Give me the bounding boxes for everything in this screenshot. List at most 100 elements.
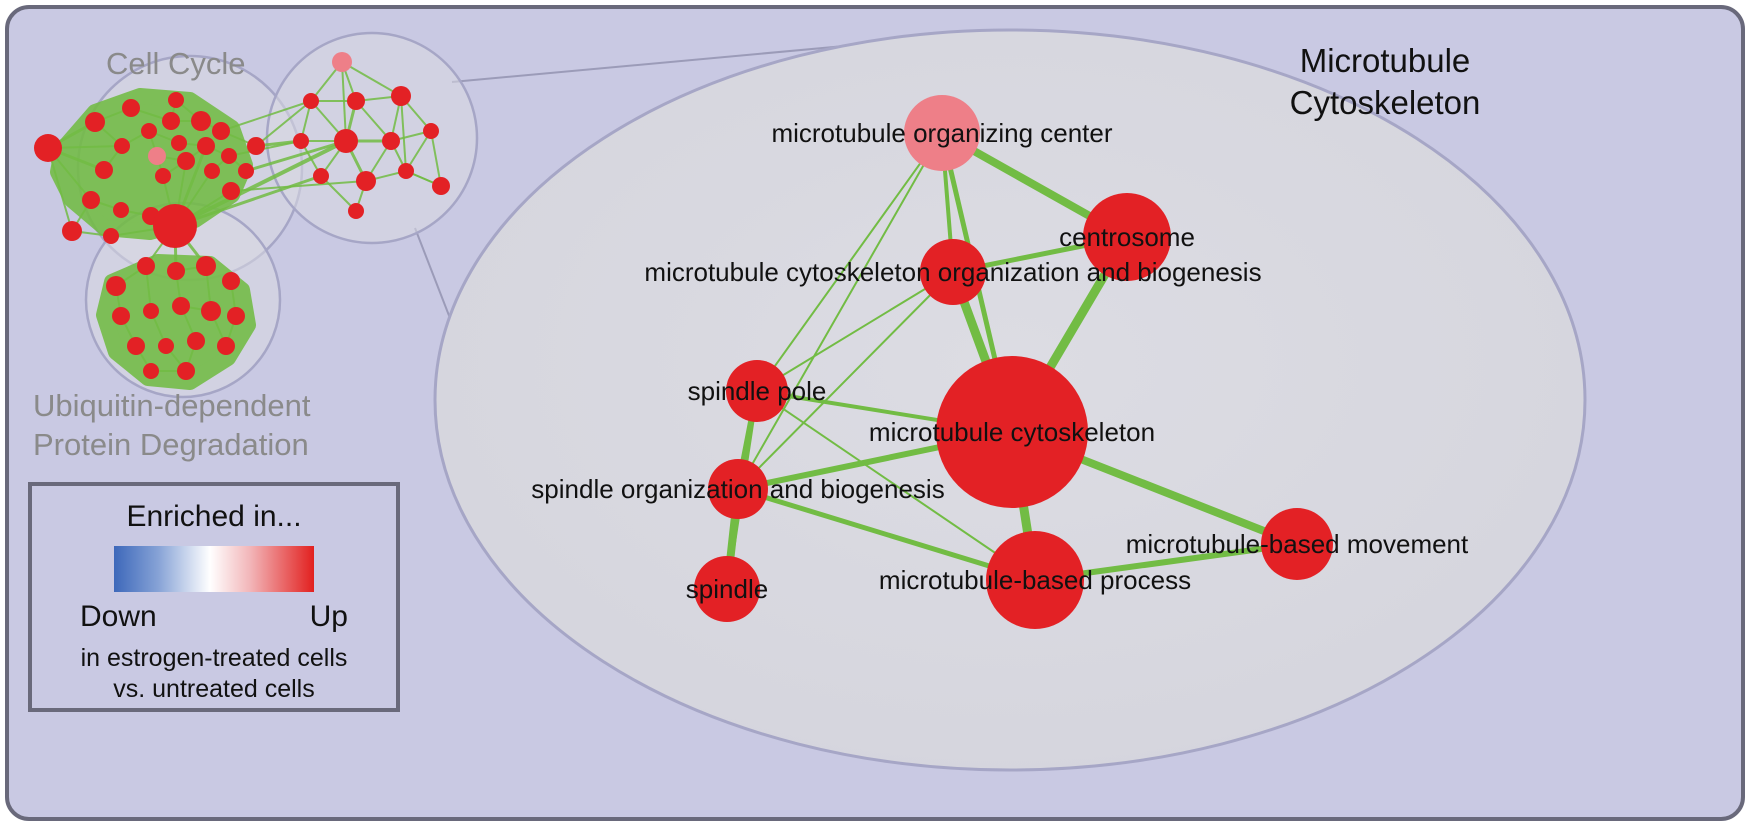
overview-edge bbox=[245, 139, 347, 173]
legend-context-line1: in estrogen-treated cells bbox=[80, 644, 348, 672]
overview-edge bbox=[255, 100, 312, 147]
overview-node bbox=[356, 171, 376, 191]
node-centrosome bbox=[1083, 193, 1171, 281]
zoom-edge-moc-spindle_org bbox=[737, 132, 943, 490]
overview-node bbox=[303, 93, 319, 109]
node-label-spindle_org: spindle organization and biogenesis bbox=[531, 474, 944, 504]
legend-title: Enriched in... bbox=[126, 500, 302, 533]
overview-node bbox=[187, 332, 205, 350]
overview-node bbox=[398, 163, 414, 179]
overview-node bbox=[313, 168, 329, 184]
overview-edge bbox=[320, 175, 357, 212]
legend-context-line2: vs. untreated cells bbox=[113, 675, 315, 703]
overview-node bbox=[141, 123, 157, 139]
overview-node bbox=[293, 133, 309, 149]
overview-network-nodes bbox=[34, 52, 450, 380]
overview-node bbox=[167, 262, 185, 280]
zoom-edge-spindle_org-mt_process bbox=[735, 486, 1038, 583]
overview-node bbox=[127, 337, 145, 355]
overview-node bbox=[432, 177, 450, 195]
overview-edge bbox=[174, 174, 322, 228]
overview-node bbox=[171, 135, 187, 151]
node-spindle_org bbox=[708, 459, 768, 519]
overview-node bbox=[217, 337, 235, 355]
overview-node bbox=[382, 132, 400, 150]
overview-node bbox=[196, 256, 216, 276]
zoom-edge-moc-spindle_pole bbox=[756, 132, 943, 392]
zoom-edge-spindle_pole-mt_process bbox=[756, 390, 1036, 581]
overview-node bbox=[82, 191, 100, 209]
overview-node bbox=[34, 134, 62, 162]
zoom-network-nodes bbox=[694, 95, 1333, 629]
zoom-edge-org_bio-spindle_pole bbox=[756, 271, 954, 392]
overview-node bbox=[177, 152, 195, 170]
cluster-label-cell-cycle: Cell Cycle bbox=[106, 46, 246, 81]
node-moc bbox=[904, 95, 980, 171]
overview-node bbox=[137, 257, 155, 275]
overview-node bbox=[143, 303, 159, 319]
overview-node bbox=[212, 122, 230, 140]
overview-node bbox=[168, 92, 184, 108]
legend-down-label: Down bbox=[80, 600, 157, 633]
overview-node bbox=[122, 99, 140, 117]
microtubule-label-line1: Microtubule bbox=[1299, 42, 1471, 79]
overview-node bbox=[148, 147, 166, 165]
overview-edge bbox=[400, 95, 407, 172]
overview-node bbox=[347, 92, 365, 110]
overview-node bbox=[191, 111, 211, 131]
overview-node bbox=[114, 138, 130, 154]
ubiquitin-label-line1: Ubiquitin-dependent bbox=[33, 388, 311, 423]
overview-node bbox=[221, 148, 237, 164]
overview-node bbox=[391, 86, 411, 106]
overview-node bbox=[247, 137, 265, 155]
overview-node bbox=[143, 363, 159, 379]
overview-node bbox=[158, 338, 174, 354]
overview-node bbox=[204, 163, 220, 179]
overview-node bbox=[348, 203, 364, 219]
node-label-spindle_pole: spindle pole bbox=[688, 376, 827, 406]
legend-down-up-row: Down Up bbox=[32, 600, 396, 634]
ubiquitin-label-line2: Protein Degradation bbox=[33, 427, 309, 462]
overview-edge bbox=[341, 61, 347, 142]
overview-node bbox=[177, 362, 195, 380]
overview-node bbox=[332, 52, 352, 72]
overview-node bbox=[222, 182, 240, 200]
zoom-node-labels: microtubule organizing center centrosome m… bbox=[531, 118, 1469, 604]
cluster-label-ubiquitin: Ubiquitin-dependent Protein Degradation bbox=[33, 386, 311, 464]
overview-edge bbox=[430, 130, 442, 187]
node-mt_cyto bbox=[936, 356, 1088, 508]
legend-gradient-bar bbox=[114, 546, 314, 592]
overview-node bbox=[62, 221, 82, 241]
legend-up-label: Up bbox=[309, 600, 348, 633]
overview-node bbox=[201, 301, 221, 321]
overview-node bbox=[103, 228, 119, 244]
cluster-label-microtubule-cytoskeleton: Microtubule Cytoskeleton bbox=[1245, 40, 1525, 124]
overview-node bbox=[112, 307, 130, 325]
zoom-edge-org_bio-spindle_org bbox=[737, 271, 954, 490]
node-spindle bbox=[694, 556, 760, 622]
overview-node bbox=[227, 307, 245, 325]
node-label-centrosome: centrosome bbox=[1059, 222, 1195, 252]
node-label-spindle: spindle bbox=[686, 574, 768, 604]
overview-edge bbox=[47, 147, 73, 232]
overview-node bbox=[423, 123, 439, 139]
legend-box: Enriched in... Down Up in estrogen-treat… bbox=[28, 482, 400, 712]
node-label-org_bio: microtubule cytoskeleton organization an… bbox=[644, 257, 1261, 287]
node-label-moc: microtubule organizing center bbox=[771, 118, 1112, 148]
overview-node bbox=[113, 202, 129, 218]
node-mt_movement bbox=[1261, 508, 1333, 580]
node-label-mt_cyto: microtubule cytoskeleton bbox=[869, 417, 1155, 447]
node-spindle_pole bbox=[726, 360, 788, 422]
node-org_bio bbox=[920, 239, 986, 305]
overview-node bbox=[153, 204, 197, 248]
overview-node bbox=[222, 272, 240, 290]
overview-edge bbox=[341, 61, 402, 97]
node-label-mt_process: microtubule-based process bbox=[879, 565, 1191, 595]
overview-edge bbox=[228, 140, 302, 157]
microtubule-label-line2: Cytoskeleton bbox=[1289, 84, 1481, 121]
overview-node bbox=[95, 161, 113, 179]
overview-node bbox=[106, 276, 126, 296]
overview-edge bbox=[230, 180, 367, 192]
